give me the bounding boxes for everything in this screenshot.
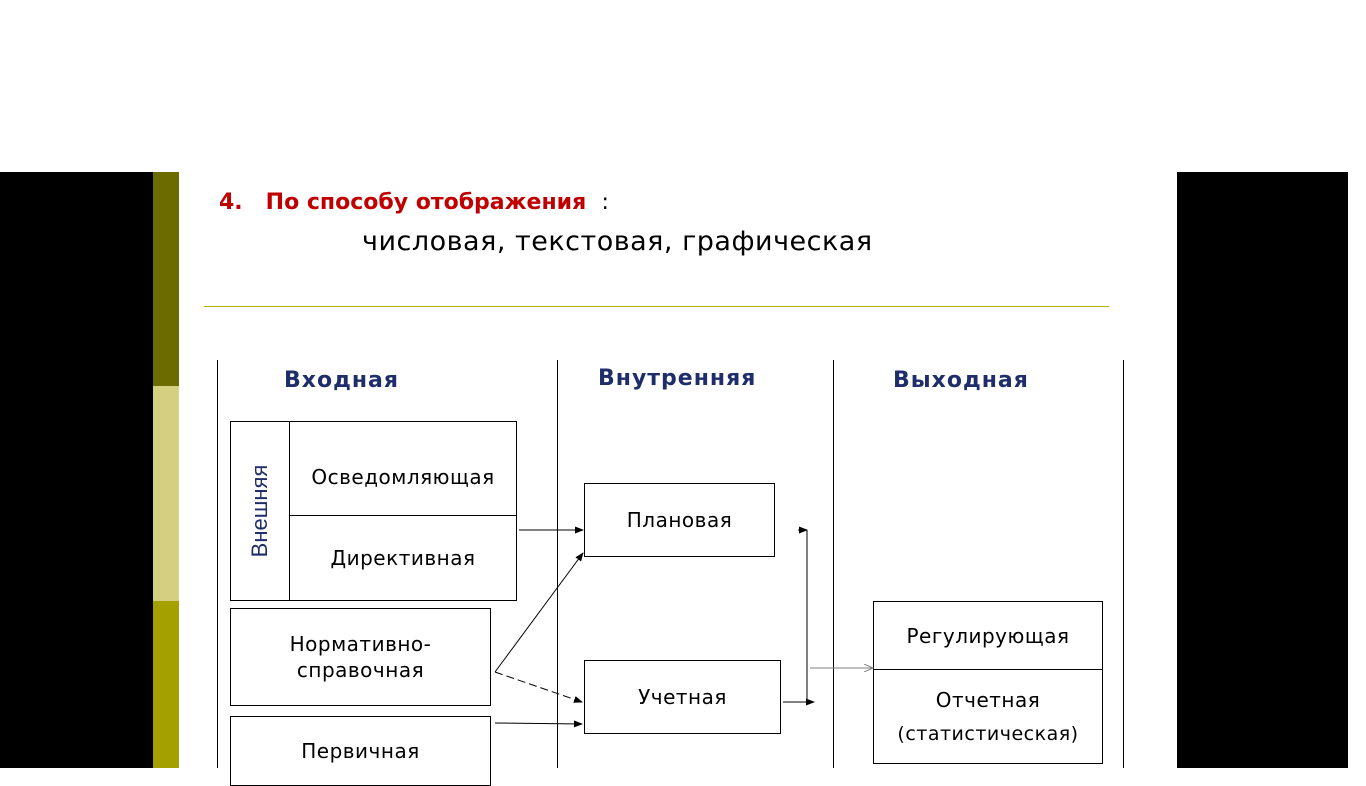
informing-label: Осведомляющая	[311, 465, 495, 489]
external-label-cell: Внешняя	[231, 421, 290, 600]
column-title-internal: Внутренняя	[598, 366, 757, 391]
directive-label: Директивная	[330, 546, 476, 570]
regulating-label: Регулирующая	[906, 623, 1070, 648]
normative-label-line2: справочная	[296, 658, 425, 682]
arrow-normative-to-accounting	[494, 671, 583, 703]
external-label: Внешняя	[247, 464, 272, 557]
planned-label: Плановая	[626, 508, 733, 532]
slide-subtitle: числовая, текстовая, графическая	[362, 226, 873, 257]
reporting-label-line1: Отчетная	[935, 687, 1041, 712]
side-stripe-middle	[153, 386, 179, 601]
side-stripe-top	[153, 172, 179, 386]
slide-heading: 4. По способу отображения :	[219, 190, 609, 215]
column-line-right	[1123, 360, 1124, 768]
primary-label: Первичная	[301, 739, 420, 763]
normative-label-line1: Нормативно-	[289, 632, 432, 656]
heading-text: По способу отображения	[265, 190, 587, 215]
arrow-primary-to-accounting	[494, 720, 583, 728]
column-line-2	[833, 360, 834, 768]
planned-box: Плановая	[584, 483, 775, 557]
directive-box: Директивная	[290, 515, 517, 601]
column-title-input: Входная	[284, 368, 400, 393]
column-line-left	[217, 360, 218, 768]
accounting-label: Учетная	[638, 685, 727, 709]
heading-divider	[204, 306, 1109, 307]
heading-colon: :	[601, 190, 609, 215]
heading-number: 4.	[219, 190, 243, 215]
normative-box: Нормативно- справочная	[230, 608, 491, 706]
left-black-margin	[0, 172, 153, 768]
column-line-1	[557, 360, 558, 768]
column-title-output: Выходная	[893, 368, 1029, 393]
informing-box: Осведомляющая	[290, 437, 516, 517]
reporting-label-line2: (статистическая)	[897, 722, 1079, 745]
primary-box: Первичная	[230, 716, 491, 786]
side-stripe-bottom	[153, 601, 179, 768]
accounting-box: Учетная	[584, 660, 781, 734]
regulating-box: Регулирующая	[873, 601, 1103, 670]
reporting-box: Отчетная (статистическая)	[873, 669, 1103, 764]
right-black-margin	[1177, 172, 1348, 768]
